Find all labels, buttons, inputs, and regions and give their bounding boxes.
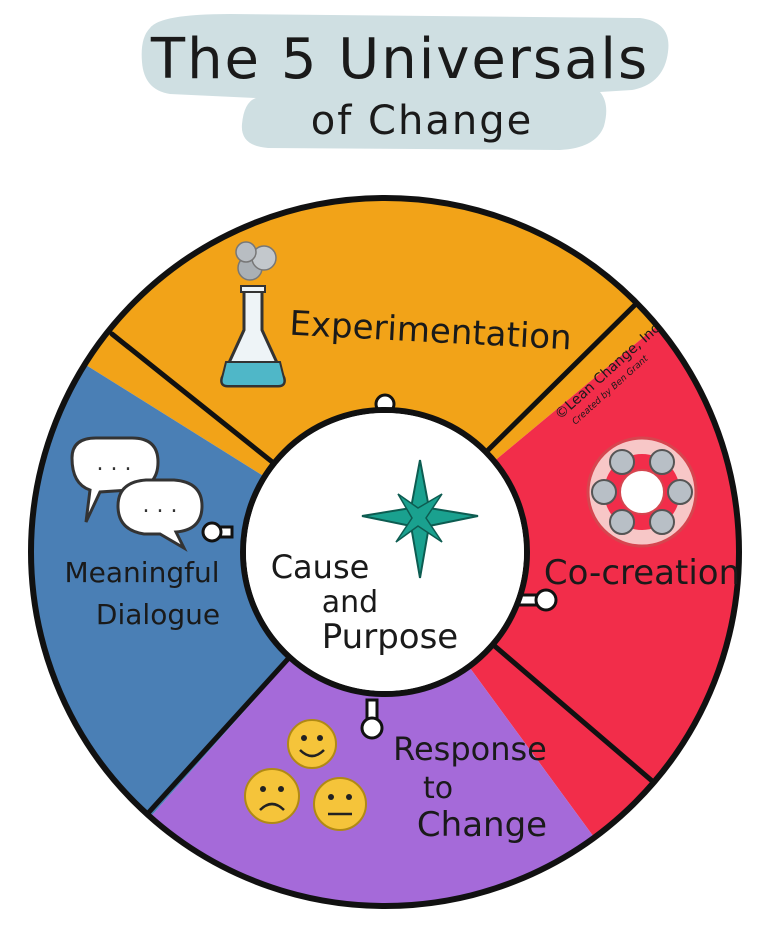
wheel: Cause and Purpose Experimentation: [28, 195, 742, 909]
segment-response: [130, 552, 640, 906]
flask-icon: [220, 241, 286, 388]
label-response-line3: Change: [417, 805, 547, 845]
label-dialogue-line2: Dialogue: [96, 598, 220, 631]
emoji-faces-icon: [244, 719, 367, 831]
label-response-line2: to: [423, 771, 453, 806]
speech-bubbles-icon: . . . . . .: [70, 436, 204, 552]
title-banner-shape: [141, 14, 669, 150]
label-response-line1: Response: [393, 730, 547, 768]
team-circle-icon: [586, 436, 698, 548]
bubble-dots-2: . . .: [143, 493, 178, 518]
title-line1: The 5 Universals: [150, 27, 649, 92]
title-banner: The 5 Universals of Change: [141, 14, 669, 150]
title-line2: of Change: [311, 98, 533, 144]
center-label-line1: Cause: [271, 548, 370, 586]
bubble-dots-1: . . .: [97, 451, 132, 476]
label-dialogue-line1: Meaningful: [65, 556, 220, 589]
center-hub: Cause and Purpose: [201, 393, 558, 740]
wheel-outline: [28, 195, 742, 909]
center-label-line3: Purpose: [322, 617, 458, 657]
compass-star-icon: [361, 459, 479, 579]
center-label-line2: and: [322, 585, 378, 620]
label-co-creation: Co-creation: [544, 553, 740, 593]
